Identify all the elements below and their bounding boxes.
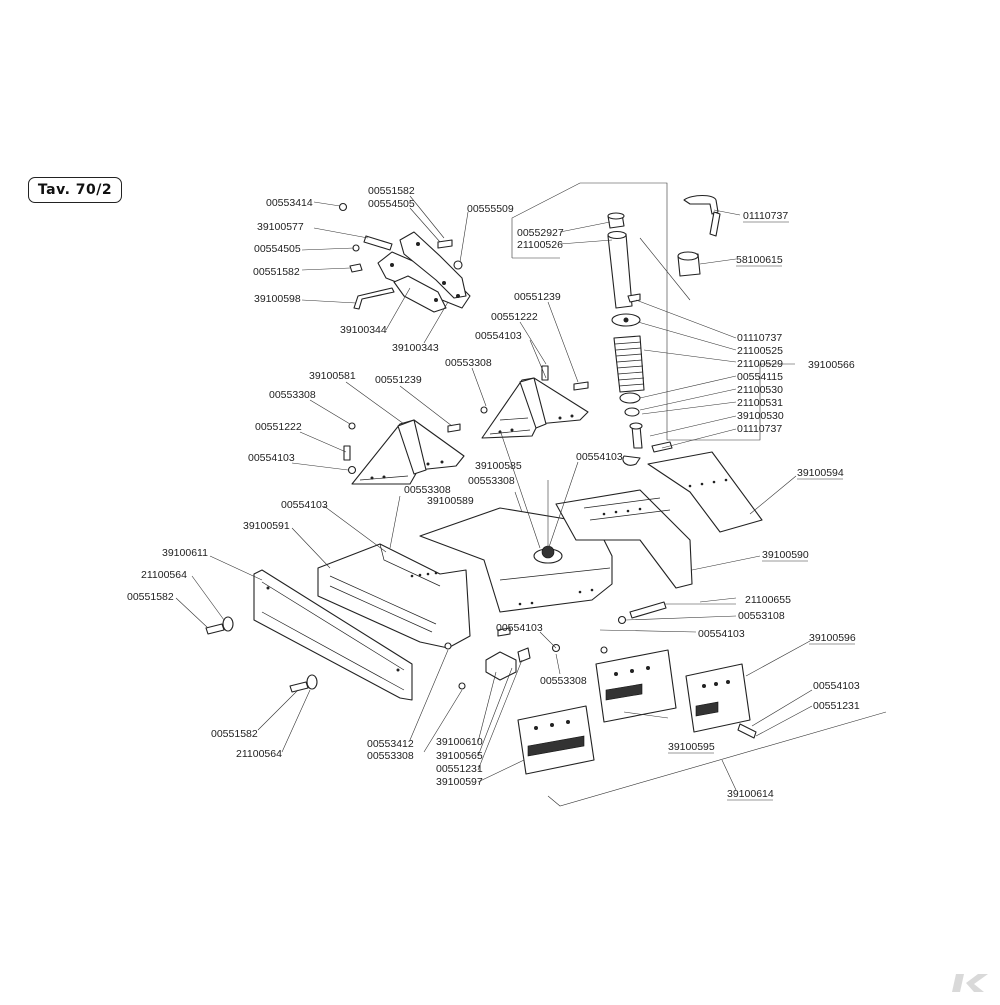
callout-39100566: 39100566 [808,359,855,371]
callout-00553308: 00553308 [540,675,587,687]
callout-00551222: 00551222 [491,311,538,323]
label-underlines [668,221,855,801]
callout-00554103: 00554103 [281,499,328,511]
callout-39100585: 39100585 [475,460,522,472]
callout-00553308: 00553308 [269,389,316,401]
callout-39100565: 39100565 [436,750,483,762]
callout-00552927: 00552927 [517,227,564,239]
callout-21100564: 21100564 [141,569,187,581]
callout-00551582: 00551582 [211,728,258,740]
callout-00555509: 00555509 [467,203,514,215]
callout-39100614: 39100614 [727,788,774,800]
callout-00553414: 00553414 [266,197,313,209]
callout-21100655: 21100655 [745,594,791,606]
callout-21100529: 21100529 [737,358,783,370]
callout-00554505: 00554505 [368,198,415,210]
callout-39100589: 39100589 [427,495,474,507]
spring [613,335,645,393]
jack-assembly-bracket [511,182,795,441]
pin-link-assembly [338,202,471,313]
leader-lines-lower [175,429,813,783]
skid-fasteners [205,616,466,693]
leader-lines-jack [559,209,741,449]
callout-58100615: 58100615 [736,254,783,266]
callout-21100525: 21100525 [737,345,783,357]
callout-00554103: 00554103 [813,680,860,692]
callout-00551231: 00551231 [813,700,860,712]
callout-21100530: 21100530 [737,384,783,396]
leader-lines-left-bracket [291,381,453,549]
callout-39100594: 39100594 [797,467,844,479]
callout-00553108: 00553108 [738,610,785,622]
side-pin [617,601,667,625]
callout-39100591: 39100591 [243,520,290,532]
callout-01110737: 01110737 [743,210,788,222]
leader-lines-center [471,301,579,407]
callout-00554115: 00554115 [737,371,783,383]
callout-21100531: 21100531 [737,397,783,409]
callout-00554505: 00554505 [254,243,301,255]
callout-00551231: 00551231 [436,763,483,775]
callout-39100530: 39100530 [737,410,784,422]
callout-39100596: 39100596 [809,632,856,644]
callout-39100344: 39100344 [340,324,387,336]
callout-00554103: 00554103 [496,622,543,634]
center-bracket [480,365,589,439]
callout-00553308: 00553308 [445,357,492,369]
callout-39100581: 39100581 [309,370,356,382]
callout-00553308: 00553308 [404,484,451,496]
flaps-group-line [547,711,887,807]
callout-21100526: 21100526 [517,239,563,251]
callout-21100564: 21100564 [236,748,282,760]
callout-39100598: 39100598 [254,293,301,305]
callout-39100597: 39100597 [436,776,483,788]
callout-00551222: 00551222 [255,421,302,433]
left-bracket [343,419,465,485]
main-deflector-assembly [253,451,763,701]
callout-01110737: 01110737 [737,423,782,435]
callout-39100595: 39100595 [668,741,715,753]
callout-00551582: 00551582 [253,266,300,278]
callout-00551239: 00551239 [514,291,561,303]
callout-00554103: 00554103 [475,330,522,342]
brand-mark [952,974,988,992]
callout-00553308: 00553308 [367,750,414,762]
callout-00554103: 00554103 [576,451,623,463]
callout-00551582: 00551582 [127,591,174,603]
rubber-flaps [517,646,757,775]
callout-00554103: 00554103 [248,452,295,464]
callout-39100611: 39100611 [162,547,208,559]
jack-assembly [607,194,721,466]
callout-00554103: 00554103 [698,628,745,640]
plate-title: Tav. 70/2 [28,177,122,203]
callout-labels: 00553414 39100577 00554505 00551582 3910… [127,185,860,800]
small-bracket [485,627,561,681]
callout-01110737: 01110737 [737,332,782,344]
callout-00553308: 00553308 [468,475,515,487]
callout-00553412: 00553412 [367,738,414,750]
callout-00551582: 00551582 [368,185,415,197]
callout-39100577: 39100577 [257,221,304,233]
callout-39100610: 39100610 [436,736,483,748]
callout-00551239: 00551239 [375,374,422,386]
callout-39100590: 39100590 [762,549,809,561]
callout-39100343: 39100343 [392,342,439,354]
leader-lines-top-left [301,195,469,344]
